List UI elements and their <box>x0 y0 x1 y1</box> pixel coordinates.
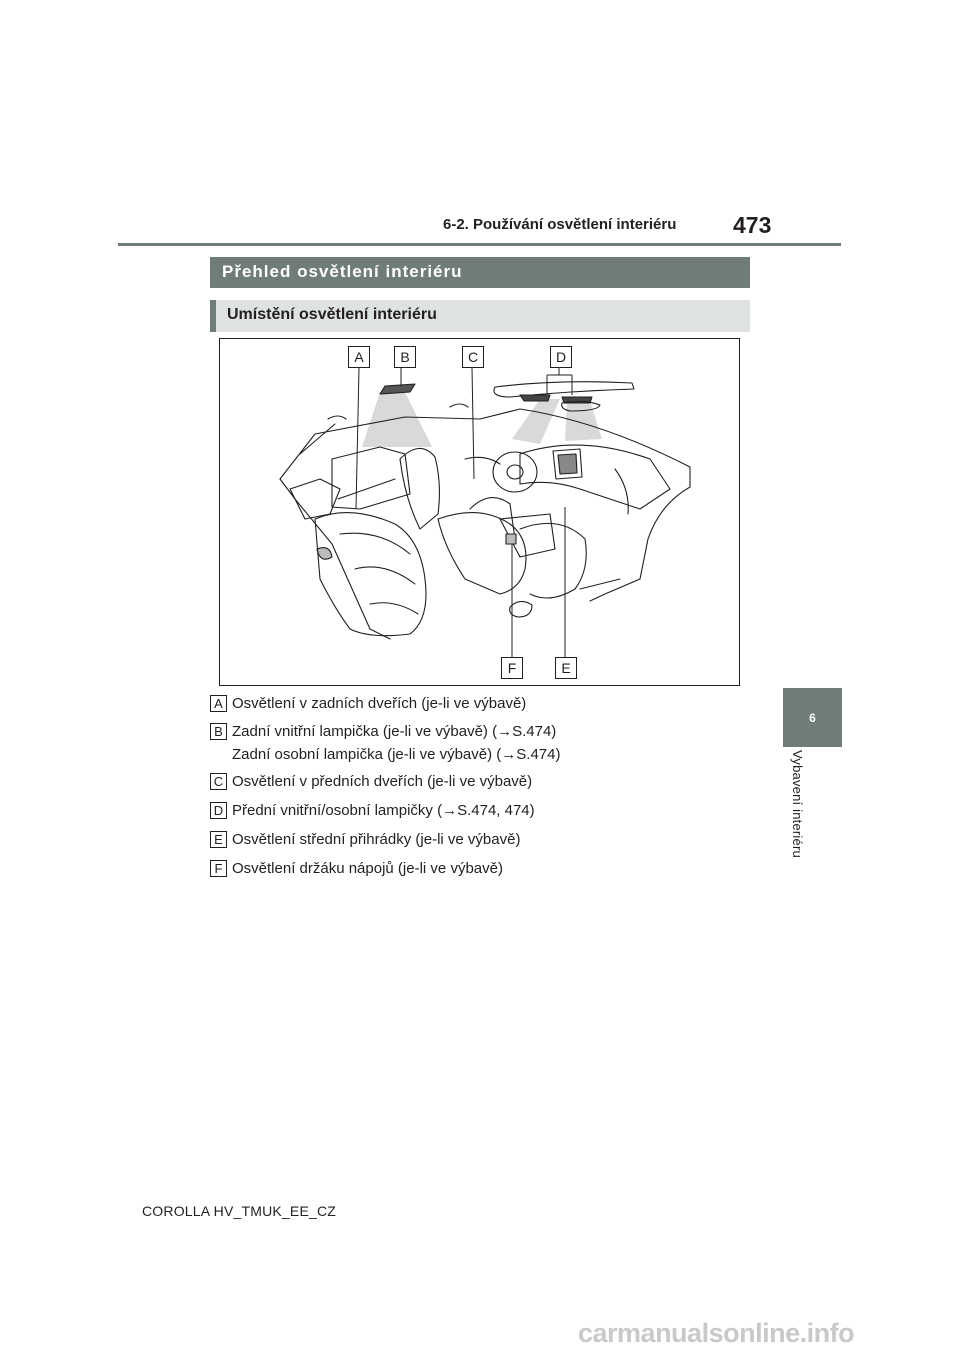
callout-f: F <box>501 657 523 679</box>
page-number: 473 <box>733 212 772 238</box>
running-header-section: 6-2. Používání osvětlení interiéru <box>443 216 677 233</box>
callout-a: A <box>348 346 370 368</box>
legend-text: Osvětlení v zadních dveřích (je-li ve vý… <box>232 695 527 712</box>
footer-model-code: COROLLA HV_TMUK_EE_CZ <box>142 1203 337 1219</box>
car-interior-drawing <box>279 367 691 657</box>
legend-key: B <box>210 723 227 740</box>
watermark: carmanualsonline.info <box>578 1318 855 1348</box>
section-title: Přehled osvětlení interiéru <box>210 257 750 288</box>
legend-text-second-line: Zadní osobní lampička (je-li ve výbavě) … <box>232 746 561 763</box>
legend-key: E <box>210 831 227 848</box>
chapter-number: 6 <box>809 710 816 725</box>
legend-text: Osvětlení držáku nápojů (je-li ve výbavě… <box>232 860 503 877</box>
subsection-title: Umístění osvětlení interiéru <box>210 300 750 332</box>
header-rule <box>118 243 841 246</box>
interior-lights-illustration: A B C D F E <box>219 338 740 686</box>
callout-c: C <box>462 346 484 368</box>
legend-key: F <box>210 860 227 877</box>
legend-key: A <box>210 695 227 712</box>
chapter-label: Vybavení interiéru <box>790 750 805 858</box>
legend-text: Přední vnitřní/osobní lampičky (→S.474, … <box>232 802 535 819</box>
legend-text: Zadní vnitřní lampička (je-li ve výbavě)… <box>232 723 557 740</box>
chapter-tab: 6 <box>783 688 842 747</box>
legend-text: Osvětlení střední přihrádky (je-li ve vý… <box>232 831 521 848</box>
callout-b: B <box>394 346 416 368</box>
callout-d: D <box>550 346 572 368</box>
legend-key: C <box>210 773 227 790</box>
legend-key: D <box>210 802 227 819</box>
legend-text: Osvětlení v předních dveřích (je-li ve v… <box>232 773 533 790</box>
callout-e: E <box>555 657 577 679</box>
